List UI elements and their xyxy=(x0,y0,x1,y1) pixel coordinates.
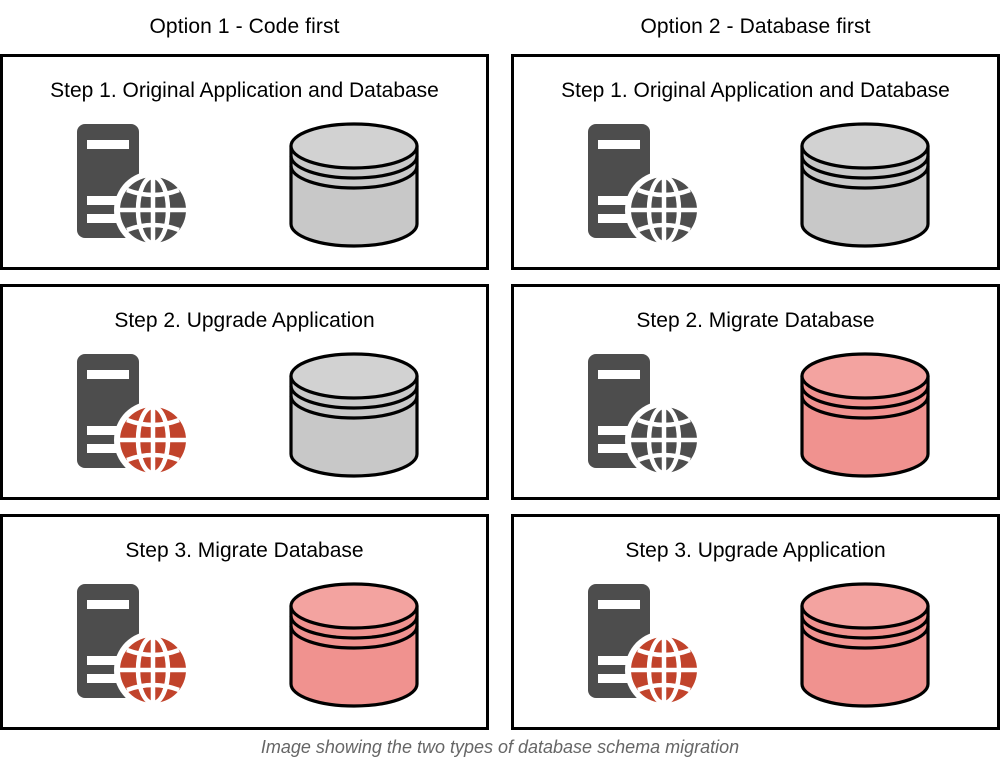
column-title-option-1: Option 1 - Code first xyxy=(149,15,340,38)
step-illustration xyxy=(514,342,997,500)
step-illustration xyxy=(3,112,486,270)
server-globe-icon xyxy=(69,578,194,708)
step-panel-option1-step2: Step 2. Upgrade Application xyxy=(0,284,489,500)
column-title-option-2: Option 2 - Database first xyxy=(640,15,871,38)
step-title: Step 2. Migrate Database xyxy=(636,309,875,332)
database-cylinder-icon xyxy=(279,346,429,486)
step-title: Step 1. Original Application and Databas… xyxy=(561,79,950,102)
step-panel-option1-step3: Step 3. Migrate Database xyxy=(0,514,489,730)
step-title: Step 1. Original Application and Databas… xyxy=(50,79,439,102)
step-title: Step 3. Migrate Database xyxy=(125,539,364,562)
server-globe-icon xyxy=(69,118,194,248)
step-illustration xyxy=(514,112,997,270)
server-globe-icon xyxy=(69,348,194,478)
step-illustration xyxy=(3,342,486,500)
step-panel-option2-step3: Step 3. Upgrade Application xyxy=(511,514,1000,730)
option-column-2: Option 2 - Database first Step 1. Origin… xyxy=(511,0,1000,744)
step-title: Step 3. Upgrade Application xyxy=(625,539,886,562)
server-globe-icon xyxy=(580,118,705,248)
option-column-1: Option 1 - Code first Step 1. Original A… xyxy=(0,0,489,744)
step-title: Step 2. Upgrade Application xyxy=(114,309,375,332)
options-columns: Option 1 - Code first Step 1. Original A… xyxy=(0,0,1000,744)
figure-caption: Image showing the two types of database … xyxy=(260,737,740,757)
step-panel-option2-step1: Step 1. Original Application and Databas… xyxy=(511,54,1000,270)
database-cylinder-icon xyxy=(790,346,940,486)
database-cylinder-icon xyxy=(790,116,940,256)
server-globe-icon xyxy=(580,348,705,478)
database-cylinder-icon xyxy=(279,116,429,256)
step-panel-option1-step1: Step 1. Original Application and Databas… xyxy=(0,54,489,270)
step-illustration xyxy=(514,572,997,730)
server-globe-icon xyxy=(580,578,705,708)
database-cylinder-icon xyxy=(790,576,940,716)
database-cylinder-icon xyxy=(279,576,429,716)
step-illustration xyxy=(3,572,486,730)
step-panel-option2-step2: Step 2. Migrate Database xyxy=(511,284,1000,500)
